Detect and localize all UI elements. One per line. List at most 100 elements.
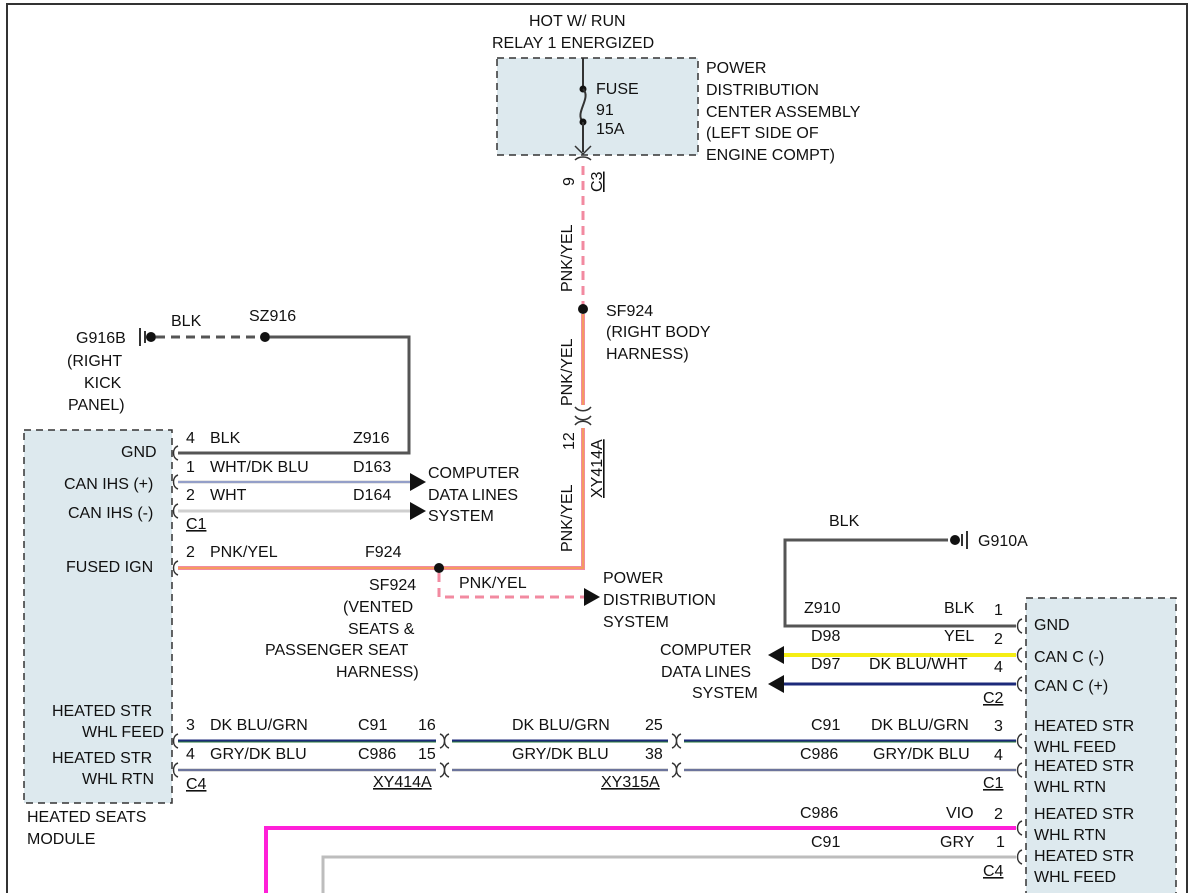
right-canp-wire: DK BLU/WHT (869, 656, 968, 673)
hsm-pin-hs-rtn-l1: HEATED STR (52, 750, 152, 767)
c3-pin: 9 (561, 177, 578, 186)
arrow-d163-to-cdl (410, 473, 426, 491)
right-pin-gnd: GND (1034, 617, 1070, 634)
hsm-pin-can-ihs-neg: CAN IHS (-) (68, 505, 153, 522)
arrow-d164-to-cdl (410, 502, 426, 520)
right-feed-pin: 3 (994, 718, 1003, 735)
arrow-to-pds (584, 588, 600, 606)
xy414a-connector-top (574, 406, 592, 426)
fuse-amperage: 15A (596, 121, 625, 138)
hsm-feed-wire: DK BLU/GRN (210, 717, 308, 734)
wire-label-pnk-yel-2: PNK/YEL (559, 338, 576, 406)
cdl-left-l1: COMPUTER (428, 465, 520, 482)
hsm-feed-circuit: C91 (358, 717, 387, 734)
right-gry-circuit: C91 (811, 834, 840, 851)
hsm-title-l2: MODULE (27, 831, 95, 848)
cdl-right-l3: SYSTEM (692, 685, 758, 702)
arrow-d97-to-cdl (768, 675, 784, 693)
xy414a-connector-rtn (439, 762, 450, 778)
pdc-hot-label-l2: RELAY 1 ENERGIZED (492, 35, 654, 52)
hsm-cann-pin: 2 (186, 487, 195, 504)
arrow-d98-to-cdl (768, 646, 784, 664)
diagram-frame (6, 3, 1188, 893)
right-module-box (1025, 597, 1177, 893)
wire-label-pnk-yel-pds: PNK/YEL (459, 575, 527, 592)
right-canp-circuit: D97 (811, 656, 840, 673)
right-c2-label: C2 (983, 690, 1004, 707)
right-gnd-circuit: Z910 (804, 600, 841, 617)
wire-pnk-yel-f924-outer (178, 560, 585, 570)
hsm-rtn-pin: 4 (186, 746, 195, 763)
hsm-canp-pin: 1 (186, 459, 195, 476)
right-vio-wire: VIO (946, 805, 974, 822)
xy315a-connector-feed (671, 733, 682, 749)
xy414a-connector-label-top: XY414A (589, 439, 606, 498)
mid-feed-wire-label: DK BLU/GRN (512, 717, 610, 734)
xy414a-pin-16: 16 (418, 717, 436, 734)
right-feed-wire: DK BLU/GRN (871, 717, 969, 734)
right-gry-wire: GRY (940, 834, 975, 851)
hsm-pin-gnd: GND (121, 444, 157, 461)
right-connector-gnd (1016, 618, 1023, 634)
hsm-pin-hs-feed-l1: HEATED STR (52, 703, 152, 720)
right-cann-wire: YEL (944, 628, 974, 645)
splice-sf924-mid (434, 563, 444, 573)
right-c1-label: C1 (983, 775, 1004, 792)
right-vio-pin: 2 (994, 806, 1003, 823)
hsm-c4-label: C4 (186, 776, 207, 793)
right-connector-canp (1016, 676, 1023, 692)
hsm-ign-circuit: F924 (365, 544, 402, 561)
hsm-canp-circuit: D163 (353, 459, 391, 476)
pdc-label-l4: (LEFT SIDE OF (706, 125, 819, 142)
hsm-connector-can-neg (172, 503, 179, 519)
hsm-pin-hs-feed-l2: WHL FEED (82, 724, 164, 741)
hsm-c1-label: C1 (186, 516, 207, 533)
ground-g910a-label: G910A (978, 533, 1028, 550)
hsm-pin-can-ihs-pos: CAN IHS (+) (64, 476, 153, 493)
right-gnd-wire: BLK (944, 600, 975, 617)
hsm-connector-gnd (172, 445, 179, 461)
hsm-rtn-circuit: C986 (358, 746, 396, 763)
pdc-label-l5: ENGINE COMPT) (706, 147, 835, 164)
right-gry-pin: 1 (996, 834, 1005, 851)
wire-pnk-yel-to-pds (437, 573, 586, 599)
fuse-number: 91 (596, 102, 614, 119)
mid-rtn-wire-label: GRY/DK BLU (512, 746, 609, 763)
wire-label-pnk-yel-1: PNK/YEL (559, 224, 576, 292)
right-connector-feed (1016, 733, 1023, 749)
splice-sf924-mid-l3: SEATS & (348, 621, 415, 638)
ground-g916b-terminal (146, 332, 156, 342)
xy414a-pin-15: 15 (418, 746, 436, 763)
splice-sf924-mid-label: SF924 (369, 577, 416, 594)
pdc-hot-label-l1: HOT W/ RUN (529, 13, 626, 30)
wire-vio-c986 (264, 826, 1016, 893)
right-pin-can-c-neg: CAN C (-) (1034, 649, 1104, 666)
pdc-label-l2: DISTRIBUTION (706, 82, 819, 99)
right-canp-pin: 4 (994, 659, 1003, 676)
splice-sz916 (260, 332, 270, 342)
ground-g916b-loc-l1: (RIGHT (67, 353, 122, 370)
splice-sf924-mid-l4: PASSENGER SEAT (265, 642, 409, 659)
right-pin-hs-rtn2-l2: WHL RTN (1034, 827, 1106, 844)
cdl-right-l2: DATA LINES (661, 664, 751, 681)
splice-sf924-l2: (RIGHT BODY (606, 324, 711, 341)
pdc-label-l1: POWER (706, 60, 766, 77)
right-pin-hs-rtn-l1: HEATED STR (1034, 758, 1134, 775)
ground-g910a-terminal (950, 535, 960, 545)
ground-g910a-wire-label: BLK (829, 513, 860, 530)
hsm-cann-circuit: D164 (353, 487, 391, 504)
cdl-left-l2: DATA LINES (428, 487, 518, 504)
cdl-left-l3: SYSTEM (428, 508, 494, 525)
hsm-connector-fused-ign (172, 560, 179, 576)
c3-connector-symbol (574, 145, 592, 161)
right-connector-gry (1016, 849, 1023, 865)
fuse-label: FUSE (596, 81, 639, 98)
wire-blk-z910 (783, 538, 1016, 628)
hsm-cann-wire: WHT (210, 487, 247, 504)
right-pin-hs-feed2-l2: WHL FEED (1034, 869, 1116, 886)
hsm-gnd-pin: 4 (186, 430, 195, 447)
xy414a-label-mid: XY414A (373, 774, 432, 791)
right-gnd-pin: 1 (994, 602, 1003, 619)
heated-seats-module-box (23, 429, 173, 804)
right-cann-pin: 2 (994, 631, 1003, 648)
